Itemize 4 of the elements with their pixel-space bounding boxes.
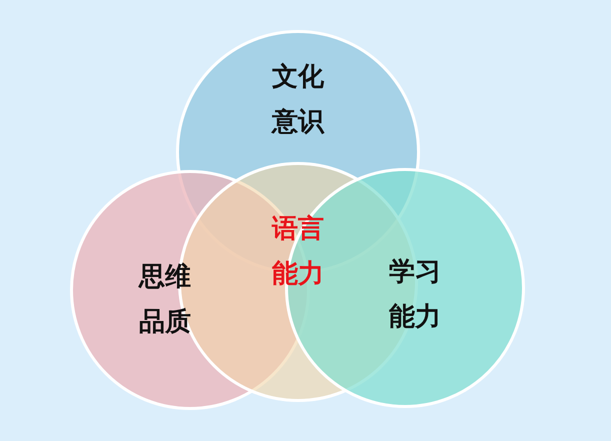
circle-label: 思维品质 [137, 261, 192, 339]
circle-label: 文化意识 [270, 61, 326, 139]
circle-label: 语言能力 [270, 213, 325, 291]
circle-label: 学习能力 [388, 256, 442, 334]
